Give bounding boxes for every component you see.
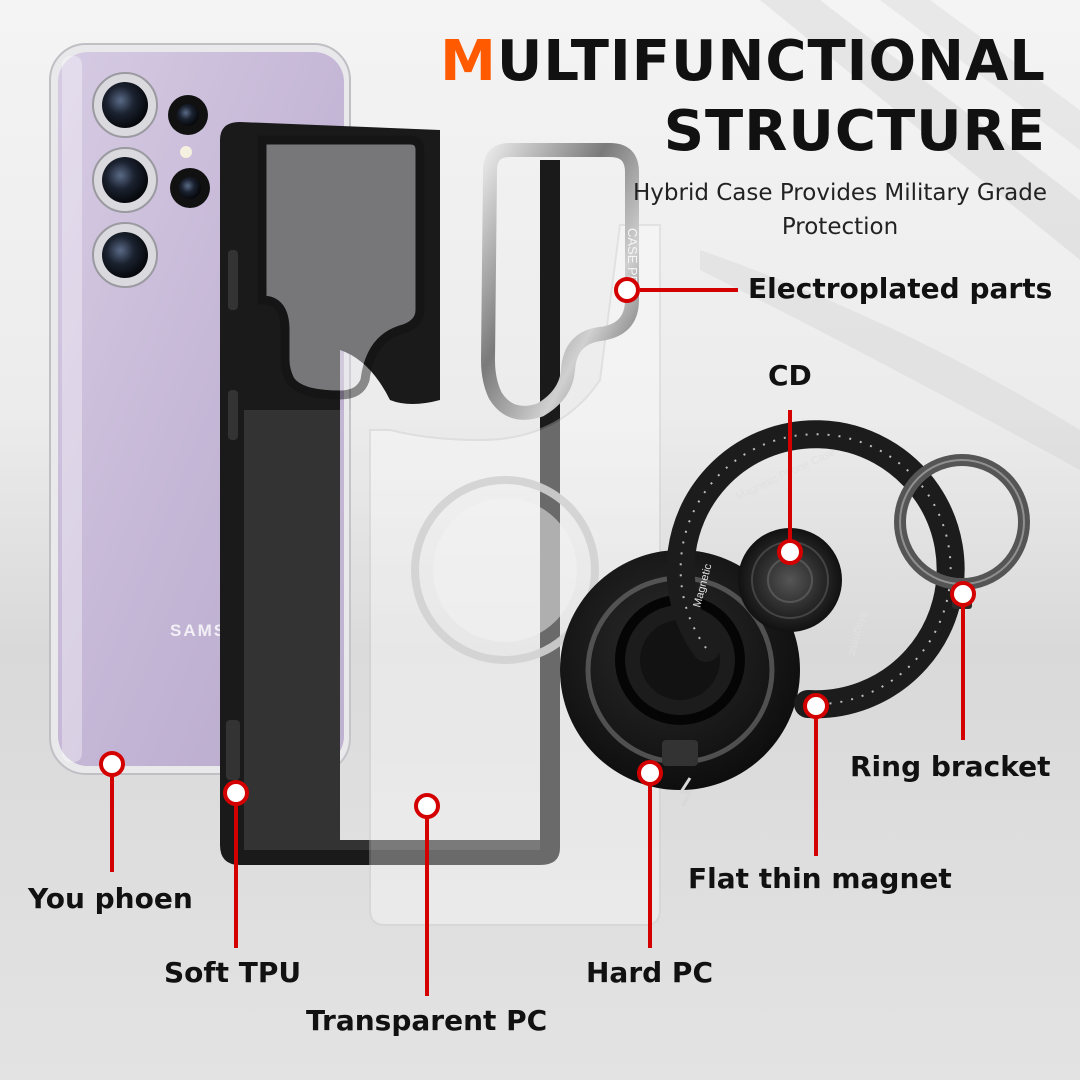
page-subtitle: Hybrid Case Provides Military Grade Prot…: [632, 180, 1048, 240]
camera-flash: [180, 146, 192, 158]
electroplated-frame-illustration: CASE PR: [480, 143, 640, 420]
label-electroplated-parts: Electroplated parts: [748, 272, 1053, 305]
callout-lines: [110, 288, 965, 996]
title-accent-letter: M: [440, 29, 497, 94]
marker-electroplated: [614, 277, 640, 303]
label-hard-pc: Hard PC: [586, 956, 713, 989]
frame-engraved-text: CASE PR: [625, 228, 640, 285]
marker-flat-magnet: [803, 693, 829, 719]
label-your-phone: You phoen: [28, 882, 193, 915]
ring-text-right: Magnetic: [845, 611, 868, 658]
camera-lens-large-3: [92, 222, 158, 288]
marker-hard-pc: [637, 760, 663, 786]
marker-phone: [99, 751, 125, 777]
label-transparent-pc: Transparent PC: [306, 1004, 548, 1037]
page-title-line-2: STRUCTURE: [663, 99, 1046, 164]
transparent-pc-panel-illustration: [369, 224, 661, 926]
marker-transparent-pc: [414, 793, 440, 819]
background-leaf-shadow: [700, 0, 1080, 470]
marker-cd: [777, 539, 803, 565]
phone-brand-text: SAMS: [170, 621, 227, 640]
label-ring-bracket: Ring bracket: [850, 750, 1051, 783]
camera-lens-small-1: [168, 95, 208, 135]
marker-ring-bracket: [950, 581, 976, 607]
title-rest: ULTIFUNCTIONAL: [496, 29, 1046, 94]
camera-lens-large-1: [92, 72, 158, 138]
camera-lens-small-2: [170, 168, 210, 208]
callout-markers: [99, 277, 976, 819]
label-soft-tpu: Soft TPU: [164, 956, 302, 989]
page-title-line-1: MULTIFUNCTIONAL: [440, 30, 1046, 94]
label-flat-thin-magnet: Flat thin magnet: [688, 862, 952, 895]
camera-lens-large-2: [92, 147, 158, 213]
label-cd: CD: [768, 359, 812, 392]
marker-soft-tpu: [223, 780, 249, 806]
